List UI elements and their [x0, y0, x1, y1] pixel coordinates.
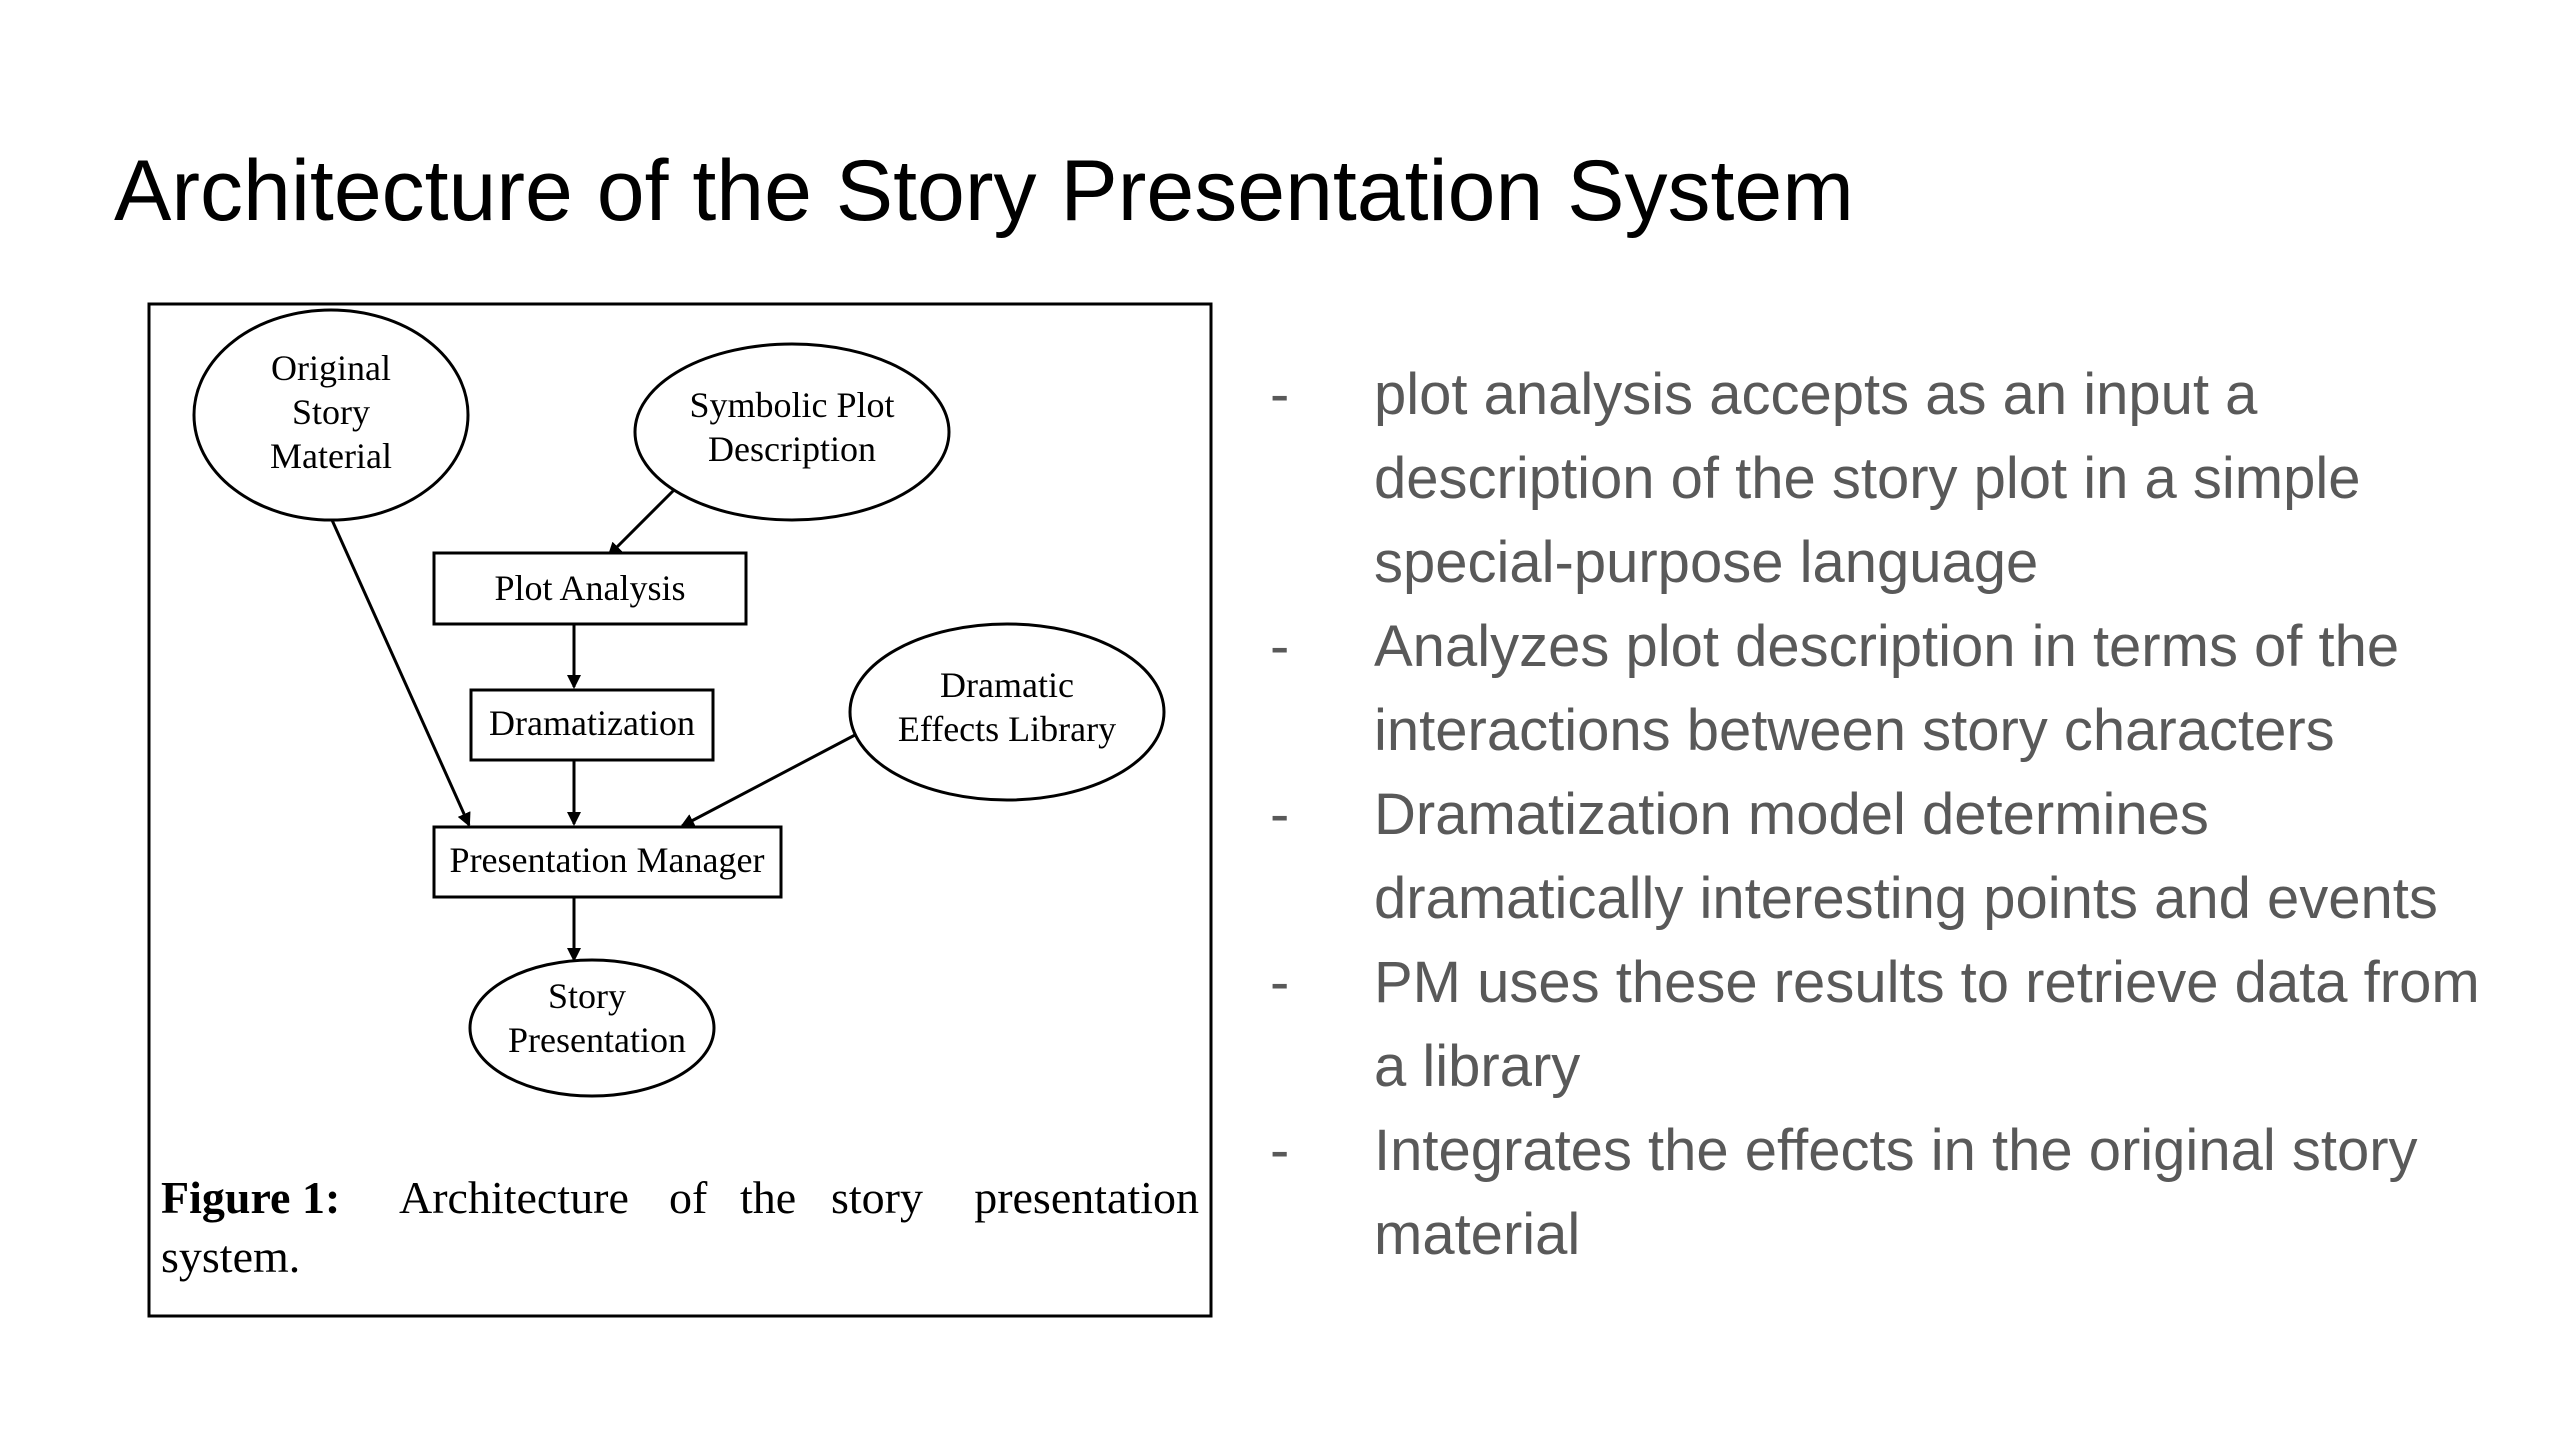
- figure-caption-word: presentation: [974, 1172, 1199, 1223]
- node-symbolic-plot-description: Symbolic Plot Description: [633, 342, 951, 522]
- node-symbolic-plot-description-line-1: Symbolic Plot: [689, 385, 894, 425]
- figure-caption: Figure 1: Architecture of the story pres…: [161, 1172, 1199, 1282]
- bullet-dash: -: [1270, 362, 1290, 427]
- figure-caption-label: Figure 1:: [161, 1172, 340, 1223]
- node-story-presentation-line-1: Story: [548, 976, 626, 1016]
- node-plot-analysis: Plot Analysis: [432, 551, 748, 626]
- node-dramatic-effects-library-line-2: Effects Library: [898, 709, 1116, 749]
- figure-caption-word: the: [740, 1172, 796, 1223]
- node-dramatization: Dramatization: [469, 688, 715, 762]
- figure-caption-word: of: [669, 1172, 708, 1223]
- bullet-dash: -: [1270, 950, 1290, 1015]
- node-plot-analysis-label: Plot Analysis: [494, 568, 685, 608]
- bullet-dash: -: [1270, 614, 1290, 679]
- figure-caption-word: story: [831, 1172, 923, 1223]
- slide-title: Architecture of the Story Presentation S…: [114, 143, 1854, 239]
- node-original-story-material-line-3: Material: [270, 436, 392, 476]
- node-presentation-manager: Presentation Manager: [432, 825, 783, 899]
- node-symbolic-plot-description-line-2: Description: [708, 429, 876, 469]
- bullet-item: - PM uses these results to retrieve data…: [1270, 941, 2520, 1109]
- edge-original-to-presentation-manager: [330, 519, 471, 827]
- edge-effects-library-to-presentation-manager: [680, 733, 856, 828]
- node-plot-analysis-shape: [432, 551, 748, 626]
- node-presentation-manager-label: Presentation Manager: [450, 840, 765, 880]
- node-original-story-material-line-2: Story: [292, 392, 370, 432]
- node-original-story-material-line-1: Original: [271, 348, 391, 388]
- bullet-text: PM uses these results to retrieve data f…: [1374, 950, 2480, 1099]
- node-story-presentation-shape: [468, 958, 716, 1098]
- bullet-text: Dramatization model determines dramatica…: [1374, 782, 2438, 931]
- figure-caption-word: Architecture: [399, 1172, 629, 1223]
- node-story-presentation: Story Presentation: [468, 958, 716, 1098]
- node-presentation-manager-shape: [432, 825, 783, 899]
- node-dramatization-label: Dramatization: [489, 703, 695, 743]
- bullet-text: plot analysis accepts as an input a desc…: [1374, 362, 2361, 595]
- bullet-text: Integrates the effects in the original s…: [1374, 1118, 2418, 1267]
- node-dramatization-shape: [469, 688, 715, 762]
- node-dramatic-effects-library-line-1: Dramatic: [940, 665, 1074, 705]
- bullet-text: Analyzes plot description in terms of th…: [1374, 614, 2400, 763]
- architecture-figure: Original Story Material Symbolic Plot De…: [147, 302, 1213, 1318]
- bullet-item: - Analyzes plot description in terms of …: [1270, 605, 2520, 773]
- bullet-item: - Dramatization model determines dramati…: [1270, 773, 2520, 941]
- bullet-item: - plot analysis accepts as an input a de…: [1270, 353, 2520, 605]
- edge-symbolic-to-plot-analysis: [607, 485, 679, 557]
- node-dramatic-effects-library: Dramatic Effects Library: [848, 622, 1166, 802]
- node-story-presentation-line-2: Presentation: [508, 1020, 686, 1060]
- bullet-item: - Integrates the effects in the original…: [1270, 1109, 2520, 1277]
- bullet-dash: -: [1270, 782, 1290, 847]
- node-original-story-material: Original Story Material: [192, 308, 470, 522]
- node-symbolic-plot-description-shape: [633, 342, 951, 522]
- node-original-story-material-shape: [192, 308, 470, 522]
- architecture-diagram: Original Story Material Symbolic Plot De…: [147, 302, 1213, 1318]
- node-dramatic-effects-library-shape: [848, 622, 1166, 802]
- bullet-dash: -: [1270, 1118, 1290, 1183]
- figure-caption-line-2: system.: [161, 1231, 300, 1282]
- bullet-list: - plot analysis accepts as an input a de…: [1270, 353, 2520, 1277]
